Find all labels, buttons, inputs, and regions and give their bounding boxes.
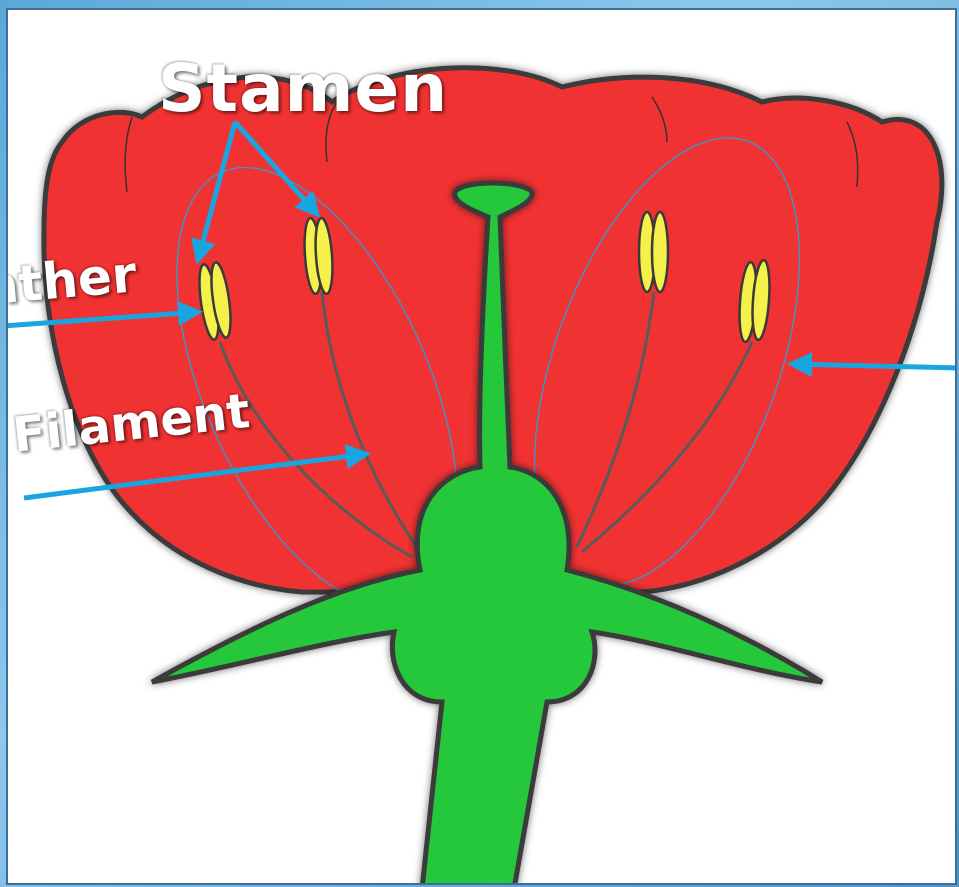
anther-3b [652, 212, 668, 292]
stamen-label: Stamen [158, 50, 448, 127]
diagram-frame: Stamen Anther Filament [6, 8, 957, 885]
